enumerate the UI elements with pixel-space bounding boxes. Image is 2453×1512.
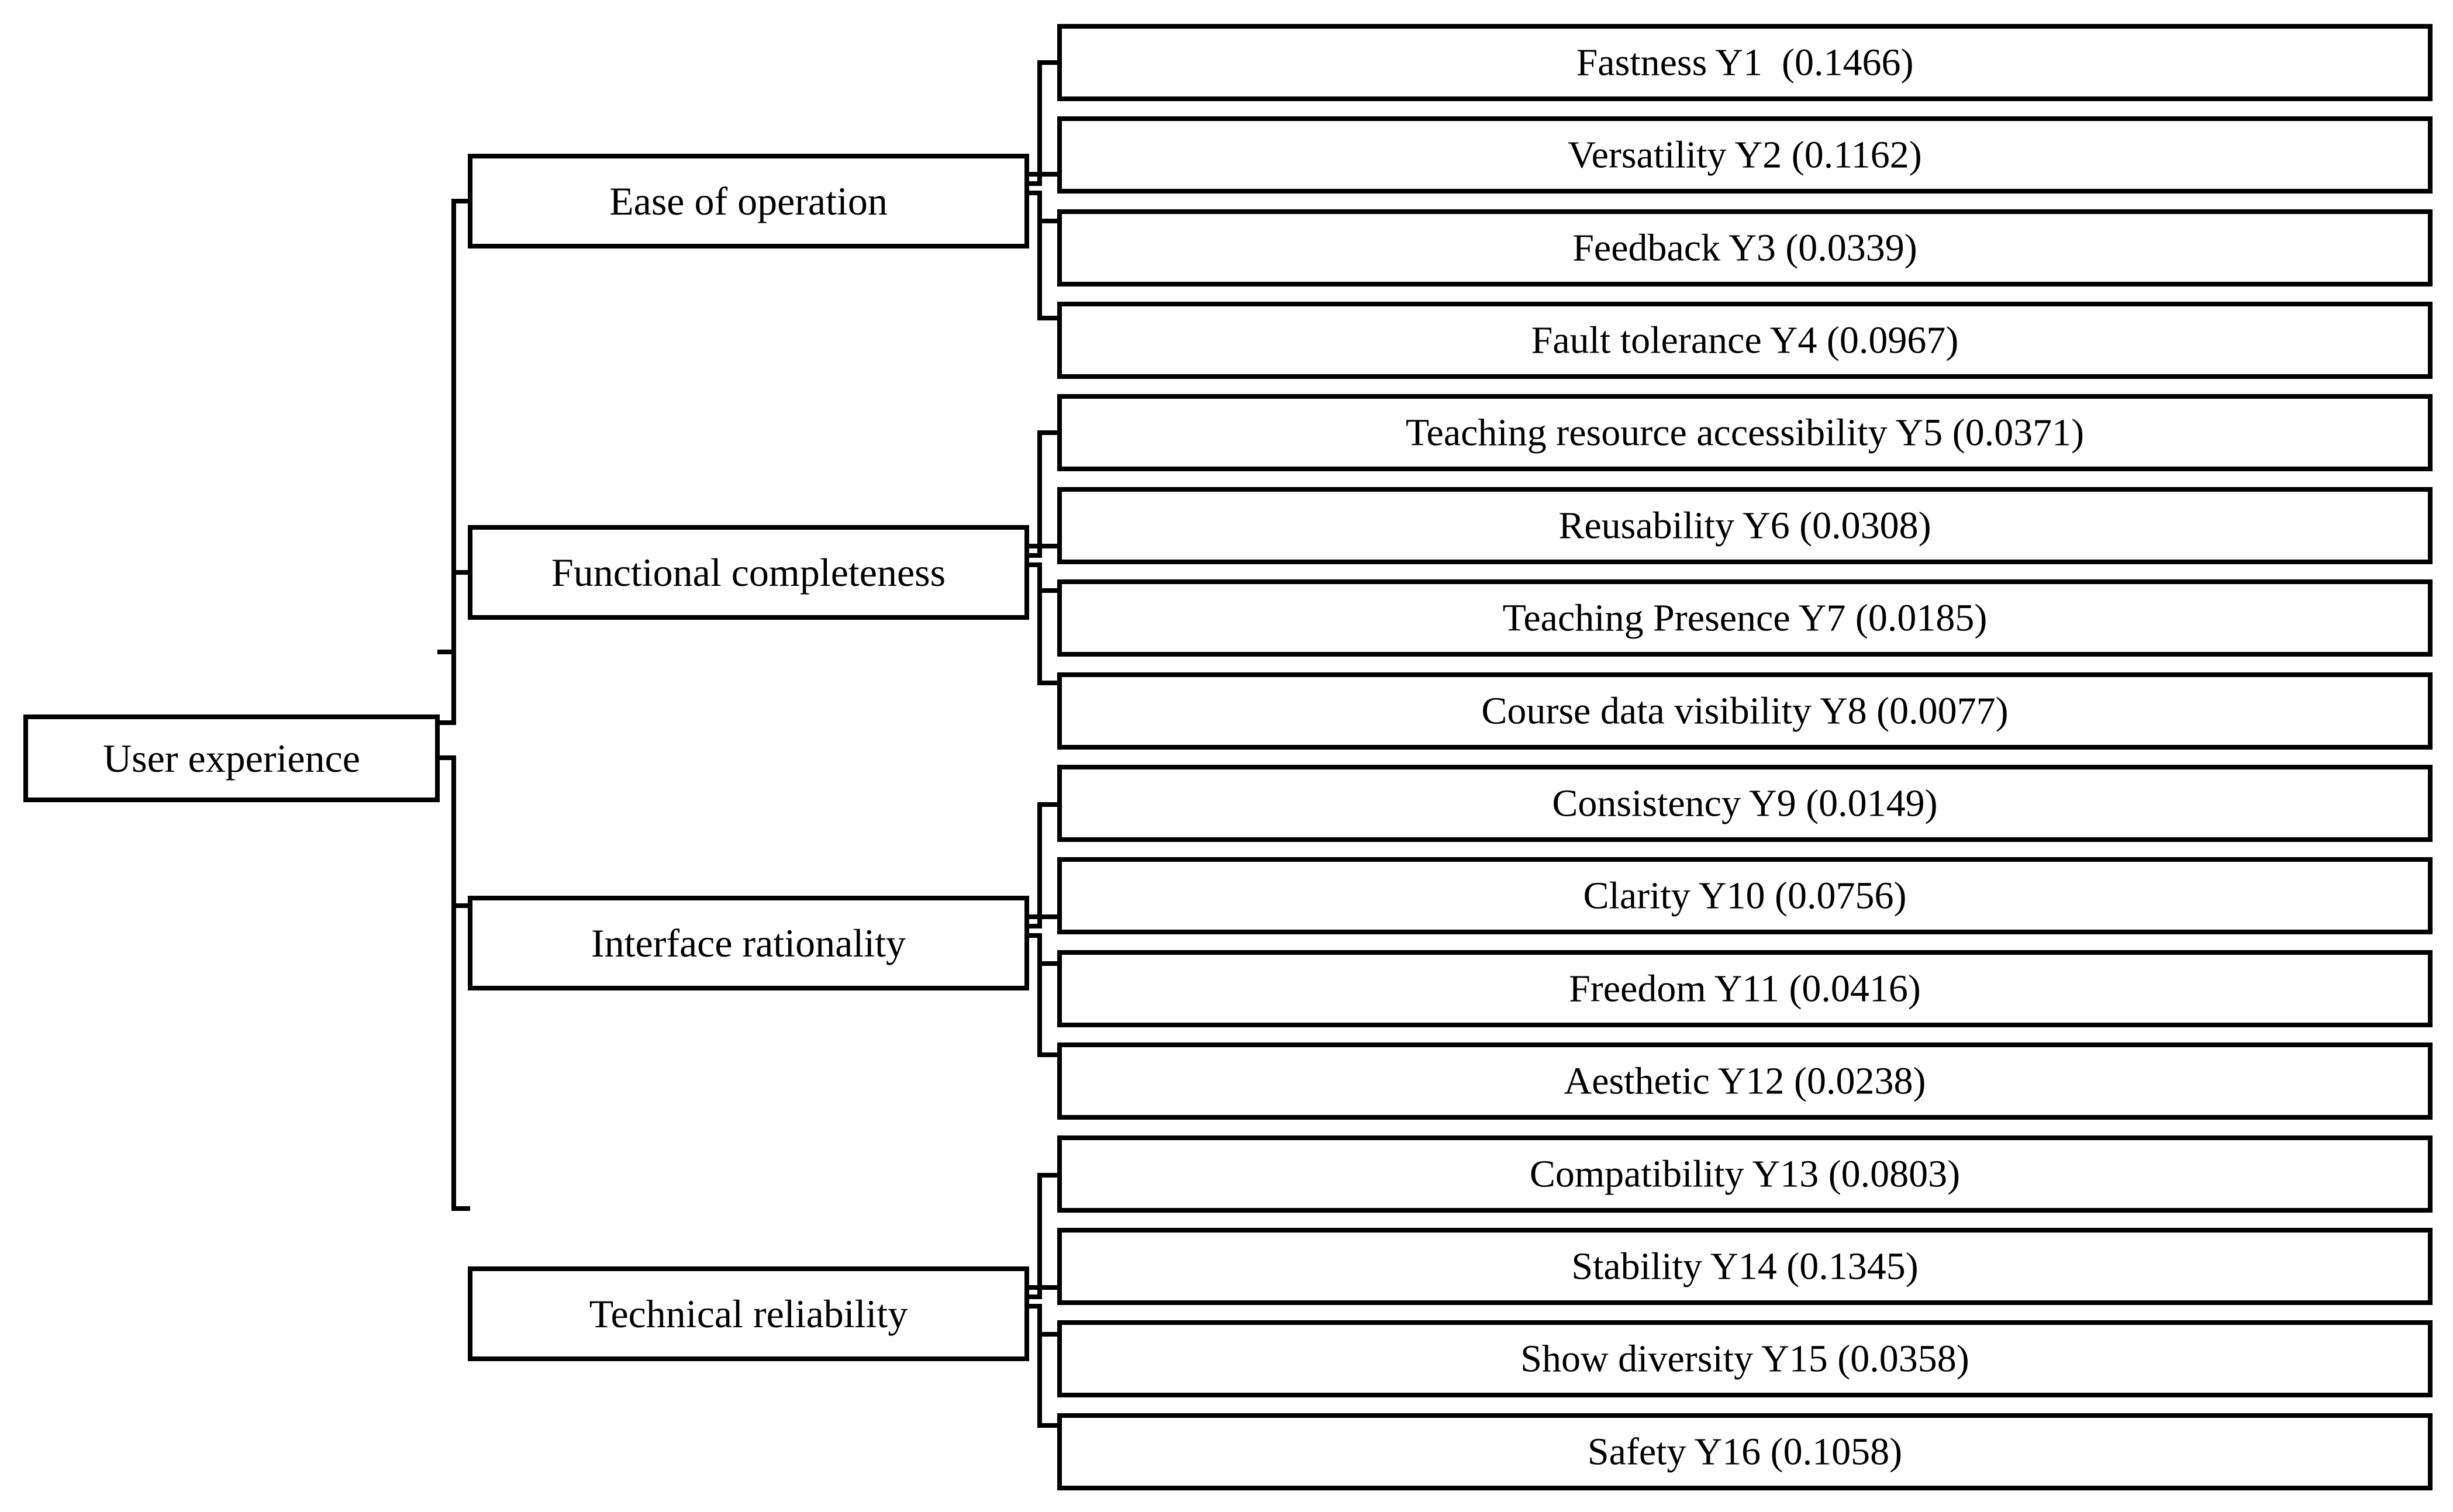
category-node-interface-rationality: Interface rationality [468, 896, 1029, 990]
indicator-y14: Stability Y14 (0.1345) [1057, 1228, 2433, 1305]
connector-functional-upper [1024, 430, 1060, 558]
indicator-label: Safety Y16 (0.1058) [1588, 1431, 1902, 1473]
indicator-y2: Versatility Y2 (0.1162) [1057, 116, 2433, 194]
indicator-y12: Aesthetic Y12 (0.0238) [1057, 1042, 2433, 1120]
indicator-y5: Teaching resource accessibility Y5 (0.03… [1057, 394, 2433, 471]
indicator-nodes: Fastness Y1 (0.1466) Versatility Y2 (0.1… [1057, 24, 2433, 1490]
indicator-label: Aesthetic Y12 (0.0238) [1564, 1060, 1926, 1103]
root-node: User experience [23, 714, 440, 802]
root-connectors [435, 199, 470, 1211]
category-label: Interface rationality [591, 921, 906, 965]
category-connectors [1024, 60, 1060, 1428]
indicator-y3: Feedback Y3 (0.0339) [1057, 209, 2433, 286]
category-label: Functional completeness [551, 550, 946, 595]
indicator-label: Teaching resource accessibility Y5 (0.03… [1406, 412, 2084, 454]
indicator-label: Compatibility Y13 (0.0803) [1530, 1153, 1960, 1196]
indicator-label: Teaching Presence Y7 (0.0185) [1503, 597, 1988, 640]
connector-functional-lower [1024, 562, 1060, 685]
root-label: User experience [103, 736, 360, 781]
indicator-label: Reusability Y6 (0.0308) [1558, 505, 1931, 547]
indicator-y7: Teaching Presence Y7 (0.0185) [1057, 579, 2433, 657]
indicator-y6: Reusability Y6 (0.0308) [1057, 487, 2433, 564]
connector-interface-lower [1024, 933, 1060, 1057]
category-node-technical-reliability: Technical reliability [468, 1266, 1029, 1361]
indicator-y11: Freedom Y11 (0.0416) [1057, 950, 2433, 1027]
indicator-label: Fault tolerance Y4 (0.0967) [1531, 319, 1959, 362]
indicator-label: Fastness Y1 (0.1466) [1576, 42, 1914, 84]
category-label: Ease of operation [609, 179, 888, 223]
indicator-label: Consistency Y9 (0.0149) [1552, 782, 1937, 825]
indicator-y4: Fault tolerance Y4 (0.0967) [1057, 302, 2433, 379]
indicator-y1: Fastness Y1 (0.1466) [1057, 24, 2433, 101]
indicator-label: Course data visibility Y8 (0.0077) [1481, 690, 2008, 733]
connector-interface-upper [1024, 802, 1060, 928]
indicator-y16: Safety Y16 (0.1058) [1057, 1413, 2433, 1490]
indicator-y10: Clarity Y10 (0.0756) [1057, 857, 2433, 934]
indicator-label: Clarity Y10 (0.0756) [1583, 875, 1907, 917]
connector-ease-lower [1024, 191, 1060, 320]
category-label: Technical reliability [589, 1292, 908, 1336]
indicator-y13: Compatibility Y13 (0.0803) [1057, 1135, 2433, 1213]
indicator-label: Show diversity Y15 (0.0358) [1520, 1338, 1969, 1380]
connector-technical-upper [1024, 1173, 1060, 1299]
indicator-y15: Show diversity Y15 (0.0358) [1057, 1320, 2433, 1397]
indicator-label: Freedom Y11 (0.0416) [1569, 968, 1921, 1010]
root-connector-lower [435, 755, 470, 1211]
connector-ease-upper [1024, 60, 1060, 186]
connector-technical-lower [1024, 1304, 1060, 1428]
indicator-y9: Consistency Y9 (0.0149) [1057, 765, 2433, 842]
indicator-label: Stability Y14 (0.1345) [1571, 1245, 1918, 1288]
category-node-ease-of-operation: Ease of operation [468, 154, 1029, 248]
indicator-label: Feedback Y3 (0.0339) [1572, 227, 1917, 270]
root-connector-upper [435, 199, 470, 725]
indicator-label: Versatility Y2 (0.1162) [1568, 134, 1922, 177]
indicator-y8: Course data visibility Y8 (0.0077) [1057, 672, 2433, 750]
category-node-functional-completeness: Functional completeness [468, 525, 1029, 620]
